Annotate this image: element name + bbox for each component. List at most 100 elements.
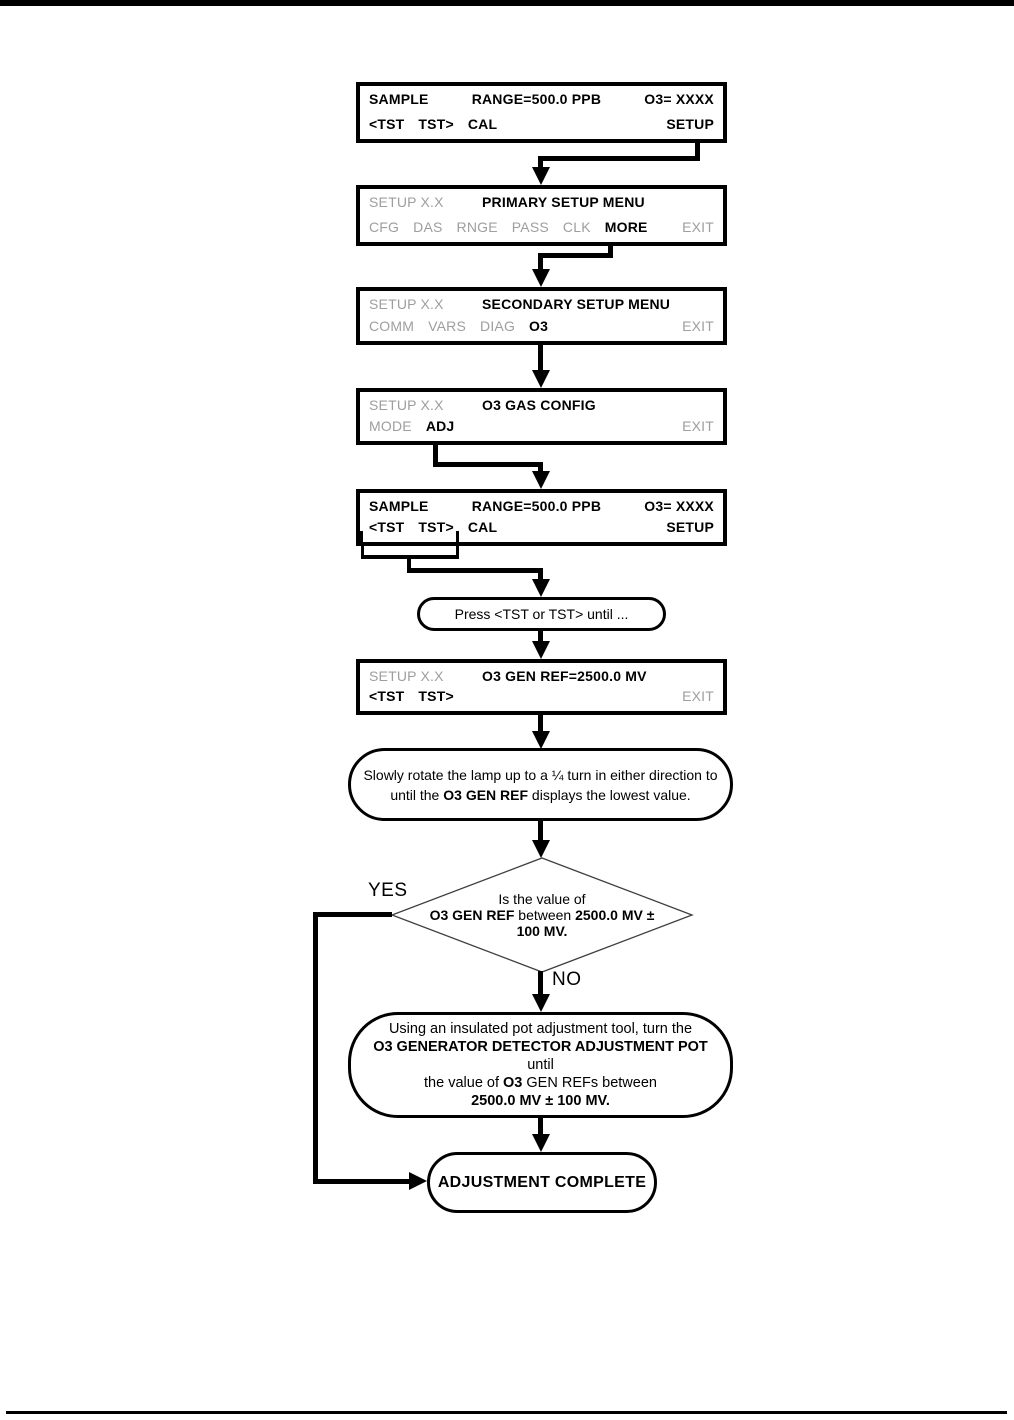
connector-tst-line [407, 568, 543, 573]
arrowhead-down-icon [532, 269, 550, 287]
note-press-tst-text: Press <TST or TST> until ... [454, 606, 629, 622]
process-rotate-lamp: Slowly rotate the lamp up to a ¼ turn in… [348, 748, 733, 821]
terminal-label: ADJUSTMENT COMPLETE [437, 1173, 647, 1191]
setup-header: SETUP X.X [369, 668, 444, 684]
arrowhead-down-icon [532, 994, 550, 1012]
lcd-screen-sample-top: SAMPLE RANGE=500.0 PPB O3= XXXX <TST TST… [356, 82, 727, 143]
connector-line [538, 1118, 543, 1137]
lcd-row-status: SAMPLE RANGE=500.0 PPB O3= XXXX [369, 498, 714, 514]
lcd-screen-secondary-setup: SETUP X.X SECONDARY SETUP MENU COMM VARS… [356, 287, 727, 345]
connector-tst-line [407, 558, 411, 572]
connector-no-line [538, 971, 543, 997]
arrowhead-down-icon [532, 1134, 550, 1152]
process-pot-adjustment: Using an insulated pot adjustment tool, … [348, 1012, 733, 1118]
terminal-adjustment-complete: ADJUSTMENT COMPLETE [427, 1152, 657, 1213]
lcd-row-title: SETUP X.X PRIMARY SETUP MENU [369, 194, 714, 210]
no-label: NO [552, 969, 582, 990]
key-tst-right: TST> [418, 519, 454, 535]
tst-highlight-tick [456, 531, 459, 546]
key-mode: MODE [369, 418, 412, 434]
connector-adj-line [433, 462, 543, 467]
lcd-row-keys: <TST TST> EXIT [369, 688, 714, 704]
lcd-row-keys: CFG DAS RNGE PASS CLK MORE EXIT [369, 219, 714, 235]
key-rnge: RNGE [456, 219, 498, 235]
key-adj: ADJ [425, 418, 455, 434]
key-das: DAS [413, 219, 443, 235]
setup-header: SETUP X.X [369, 194, 444, 210]
setup-header: SETUP X.X [369, 296, 444, 312]
lcd-screen-sample-mid: SAMPLE RANGE=500.0 PPB O3= XXXX <TST TST… [356, 489, 727, 546]
yes-label: YES [368, 880, 408, 901]
menu-title: PRIMARY SETUP MENU [482, 194, 645, 210]
key-cal: CAL [467, 519, 498, 535]
key-tst-left: <TST [369, 519, 405, 535]
key-cfg: CFG [369, 219, 400, 235]
lcd-screen-o3-gas-config: SETUP X.X O3 GAS CONFIG MODE ADJ EXIT [356, 388, 727, 445]
lcd-row-status: SAMPLE RANGE=500.0 PPB O3= XXXX [369, 91, 714, 107]
pot-line2: O3 GENERATOR DETECTOR ADJUSTMENT POT [373, 1039, 708, 1055]
key-tst-right: TST> [418, 116, 454, 132]
key-exit: EXIT [682, 418, 714, 434]
setup-header: SETUP X.X [369, 397, 444, 413]
lcd-row-title: SETUP X.X O3 GEN REF=2500.0 MV [369, 668, 714, 684]
tst-highlight-tick [360, 531, 363, 546]
arrowhead-down-icon [532, 471, 550, 489]
connector-adj-line [538, 462, 543, 473]
mode-label: SAMPLE [369, 498, 429, 514]
key-exit: EXIT [682, 219, 714, 235]
arrowhead-down-icon [532, 579, 550, 597]
lcd-row-keys: MODE ADJ EXIT [369, 418, 714, 434]
key-tst-left: <TST [369, 116, 405, 132]
mode-label: SAMPLE [369, 91, 429, 107]
connector-setup-line [538, 156, 700, 161]
arrowhead-down-icon [532, 370, 550, 388]
key-setup: SETUP [666, 519, 714, 535]
key-exit: EXIT [682, 318, 714, 334]
connector-setup-line [695, 141, 700, 159]
reading-label: O3= XXXX [644, 498, 714, 514]
key-exit: EXIT [682, 688, 714, 704]
tst-bracket [361, 555, 459, 559]
decision-line1: Is the value of [498, 891, 586, 907]
pot-line1: Using an insulated pot adjustment tool, … [388, 1021, 693, 1037]
menu-title: O3 GAS CONFIG [482, 397, 596, 413]
range-label: RANGE=500.0 PPB [471, 91, 602, 107]
pot-line3: until [527, 1057, 554, 1073]
decision-gen-ref: Is the value of O3 GEN REF between 2500.… [389, 855, 695, 975]
key-vars: VARS [428, 318, 467, 334]
decision-line2: O3 GEN REF between 2500.0 MV ± [429, 907, 655, 923]
key-tst-left: <TST [369, 688, 405, 704]
rotate-lamp-line1: Slowly rotate the lamp up to a ¼ turn in… [363, 766, 718, 783]
range-label: RANGE=500.0 PPB [471, 498, 602, 514]
page-top-rule [0, 0, 1014, 6]
key-comm: COMM [369, 318, 415, 334]
connector-more-line [538, 253, 613, 258]
arrowhead-down-icon [532, 731, 550, 749]
key-tst-right: TST> [418, 688, 454, 704]
connector-yes-line [313, 912, 318, 1183]
connector-yes-line [313, 912, 392, 917]
key-cal: CAL [467, 116, 498, 132]
key-diag: DIAG [480, 318, 516, 334]
connector-tst-line [538, 568, 543, 582]
connector-o3-line [538, 345, 543, 373]
lcd-row-keys: <TST TST> CAL SETUP [369, 519, 714, 535]
connector-line [538, 715, 543, 733]
key-pass: PASS [511, 219, 549, 235]
menu-title: O3 GEN REF=2500.0 MV [482, 668, 647, 684]
connector-setup-line [538, 156, 543, 170]
key-more: MORE [604, 219, 648, 235]
connector-line [538, 630, 543, 644]
connector-line [538, 820, 543, 843]
connector-more-line [538, 253, 543, 270]
arrowhead-right-icon [409, 1172, 427, 1190]
arrowhead-down-icon [532, 641, 550, 659]
lcd-row-keys: COMM VARS DIAG O3 EXIT [369, 318, 714, 334]
lcd-row-title: SETUP X.X O3 GAS CONFIG [369, 397, 714, 413]
tst-bracket [456, 546, 459, 559]
key-setup: SETUP [666, 116, 714, 132]
connector-adj-line [433, 445, 438, 467]
lcd-row-title: SETUP X.X SECONDARY SETUP MENU [369, 296, 714, 312]
decision-line3: 100 MV. [516, 923, 568, 939]
